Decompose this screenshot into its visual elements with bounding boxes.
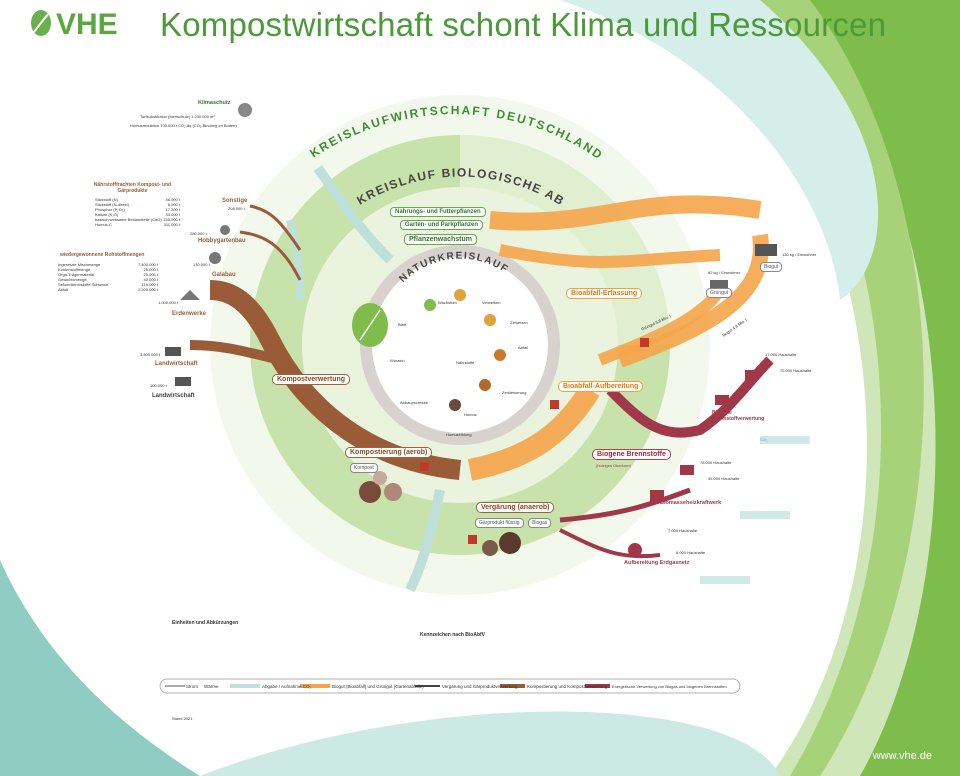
nutrient-row: Stickstoff (N)46.000 t <box>95 197 180 202</box>
landwirtschaft2-value: 100.000 t <box>150 383 167 388</box>
legend-vergaerung: Vergärung und Gärproduktverwertung <box>442 684 518 689</box>
legend-strom: Strom <box>186 684 199 689</box>
wieder-title: wiedergewonnene Rohstoffmengen <box>60 252 145 258</box>
gala-label: Galabau <box>212 272 236 278</box>
vergaerung-box: Vergärung (anaerob) <box>476 502 555 513</box>
kompostverwertung-box: Kompostverwertung <box>272 374 351 385</box>
gruengut-amount: 130 kg / Einwohner <box>782 252 817 257</box>
nutrient-list: Stickstoff (N)46.000 t Stickstoff (N-dir… <box>95 197 180 227</box>
landwirtschaft2-label: Landwirtschaft <box>152 393 195 399</box>
logo-leaf-icon <box>31 10 51 36</box>
kennzeichen-label: Kennzeichen nach BioAbfV <box>420 632 486 638</box>
einheiten-label: Einheiten und Abkürzungen <box>172 620 239 626</box>
abfall-label: Abfall <box>518 345 529 350</box>
biogut-box: Biogut <box>760 262 783 272</box>
blatt-label: Blatt <box>398 322 407 327</box>
haushalte-4: 35.000 Haushalte <box>708 476 740 481</box>
legend-co2: Abgabe / Aufnahme CO₂ <box>262 684 312 689</box>
logo-text: VHE <box>56 8 118 41</box>
biogut-amount: 62 kg / Einwohner <box>708 270 741 275</box>
sonstige-value: 208.000 t <box>228 206 245 211</box>
bioabfall-aufbereitung-box: Bioabfall-Aufbereitung <box>558 381 644 392</box>
haushalte-1: 17.000 Haushalte <box>765 352 797 357</box>
torf-line: Torfsubstitution (Menschutz) 1.230.000 m… <box>140 114 215 119</box>
garten-box: Garten- und Parkpflanzen <box>400 220 484 230</box>
logo <box>28 8 128 44</box>
kompost-box: Kompost <box>350 463 378 473</box>
haushalte-2: 75.000 Haushalte <box>780 368 812 373</box>
stand-label: Stand 2021 <box>172 716 193 721</box>
nutrient-row: basisch wirksame Bestandteile (CaO)155.0… <box>95 217 180 222</box>
erdenwerke-value: 1.000.000 t <box>158 300 179 305</box>
bioabfall-erfassung-box: Bioabfall-Erfassung <box>566 288 643 299</box>
klimaschutz-label: Klimaschutz <box>198 100 231 106</box>
biogas-box: Biogas <box>528 518 552 528</box>
legend-energetische: Energetische Verwertung von Biogas und b… <box>612 684 727 689</box>
haushalte-5: 7.000 Haushalte <box>668 528 698 533</box>
landwirtschaft1-label: Landwirtschaft <box>155 361 198 367</box>
gruengut-box: Grüngut <box>706 288 733 298</box>
page-title: Kompostwirtschaft schont Klima und Resso… <box>160 6 887 43</box>
haushalte-6: 8.000 Haushalte <box>676 550 706 555</box>
nutrient-row: Phosphor (P₂O₅)17.200 t <box>95 207 180 212</box>
hum-line: Humusreduktion 705.000 t CO₂-äq (CO₂-Bin… <box>130 123 237 128</box>
biomasseheizkraftwerk-label: Biomasseheizkraftwerk <box>660 500 722 506</box>
nutrient-row: Stickstoff (N-direkt)6.000 t <box>95 202 180 207</box>
humusbildung-label: Humusbildung <box>446 432 472 437</box>
biogene-brennstoffe-sub: (holziges Überkorn) <box>596 463 631 468</box>
legend-waerme: Wärme <box>204 684 219 689</box>
abbauprozesse-label: Abbauprozesse <box>400 400 428 405</box>
biogene-brenn-label: Biogene Brennstoffverwertung <box>712 410 765 422</box>
haushalte-3: 78.000 Haushalte <box>700 460 732 465</box>
zerkleinerung-label: Zerkleinerung <box>502 390 527 395</box>
verwelken-label: Verwelken <box>482 300 501 305</box>
nutrient-row: Kalium (K₂O)33.000 t <box>95 212 180 217</box>
aufbereitung-erdgas-label: Aufbereitung Erdgasnetz <box>624 560 690 566</box>
nahrung-box: Nahrungs- und Futterpflanzen <box>390 207 486 217</box>
legend-biogut: Biogut (Bioabfall) und Grüngut (Gartenab… <box>332 684 424 689</box>
sonstige-label: Sonstige <box>222 198 248 204</box>
co2-label: CO₂ <box>760 437 768 442</box>
zersetzen-label: Zersetzen <box>510 320 528 325</box>
hobby-value: 280.000 t <box>190 231 207 236</box>
gala-value: 130.000 t <box>193 262 210 267</box>
hobby-label: Hobbygartenbau <box>198 238 246 244</box>
kompostierung-box: Kompostierung (aerob) <box>345 447 433 458</box>
footer-url[interactable]: www.vhe.de <box>872 750 932 762</box>
humus-label: Humus <box>464 412 477 417</box>
biogene-brennstoffe-box: Biogene Brennstoffe <box>592 449 671 460</box>
pflanzenwachstum-box: Pflanzenwachstum <box>404 234 478 245</box>
landwirtschaft1-value: 3.400.000 t <box>140 352 161 357</box>
naehrstoff-title: Nährstofffrachten Kompost- und Gärproduk… <box>93 182 172 194</box>
naehrstoffe-label: Nährstoffe <box>456 360 475 365</box>
erdenwerke-label: Erdenwerke <box>172 311 207 317</box>
legend-kompostierung: Kompostierung und Kompostverwertung <box>527 684 608 689</box>
gaerprodukt-box: Gärprodukt flüssig <box>475 518 524 528</box>
wachstum-label: Wachstum <box>438 300 457 305</box>
wurzeln-label: Wurzeln <box>390 358 405 363</box>
